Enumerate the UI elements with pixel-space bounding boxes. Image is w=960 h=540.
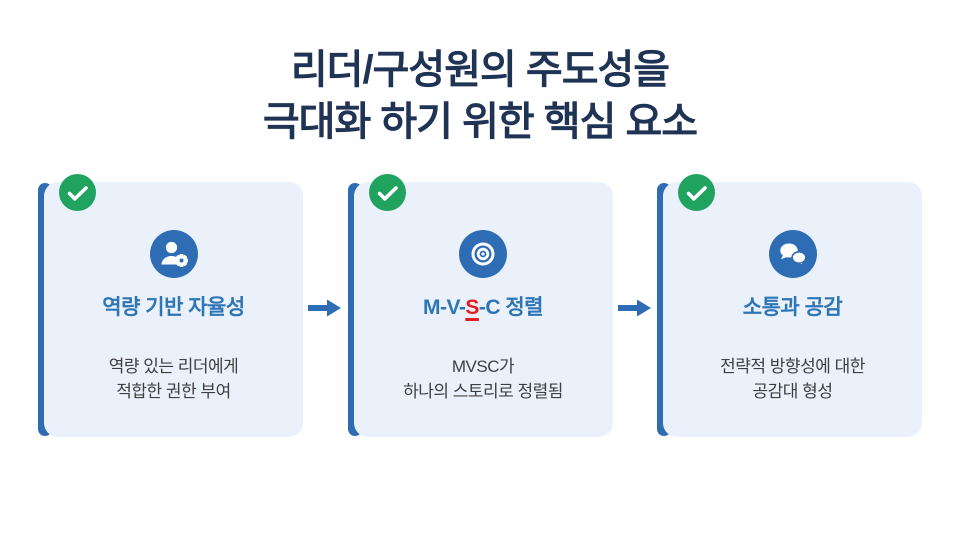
description-line: MVSC가 [451,357,515,376]
card-competency-autonomy: 역량 기반 자율성 역량 있는 리더에게 적합한 권한 부여 [38,174,303,437]
card-description: MVSC가 하나의 스토리로 정렬됨 [354,354,613,404]
card-body: 소통과 공감 전략적 방향성에 대한 공감대 형성 [663,174,922,437]
cards-row: 역량 기반 자율성 역량 있는 리더에게 적합한 권한 부여 [38,174,922,437]
page-title: 리더/구성원의 주도성을 극대화 하기 위한 핵심 요소 [0,44,960,148]
check-icon [59,174,96,211]
right-arrow-icon [308,298,342,318]
heading-prefix: M-V- [423,296,466,319]
card-mvsc-alignment: M-V-S-C 정렬 MVSC가 하나의 스토리로 정렬됨 [347,174,613,437]
right-arrow-icon [617,298,652,318]
description-line: 전략적 방향성에 대한 [720,357,865,376]
check-icon [368,174,406,211]
description-line: 적합한 권한 부여 [116,382,231,401]
card-heading: 소통과 공감 [742,296,843,319]
description-line: 하나의 스토리로 정렬됨 [403,382,563,401]
card-communication-empathy: 소통과 공감 전략적 방향성에 대한 공감대 형성 [657,174,922,437]
heading-highlight: S [465,296,479,319]
check-icon [678,174,715,211]
title-line-1: 리더/구성원의 주도성을 [290,48,670,92]
card-description: 전략적 방향성에 대한 공감대 형성 [663,354,922,404]
card-heading: 역량 기반 자율성 [102,296,245,319]
description-line: 공감대 형성 [752,382,833,401]
user-gear-icon [149,230,198,278]
card-heading: M-V-S-C 정렬 [354,294,613,322]
chat-bubbles-icon [768,230,817,278]
card-body: 역량 기반 자율성 역량 있는 리더에게 적합한 권한 부여 [44,174,303,437]
title-line-2: 극대화 하기 위한 핵심 요소 [262,100,698,144]
card-description: 역량 있는 리더에게 적합한 권한 부여 [44,354,303,404]
card-body: M-V-S-C 정렬 MVSC가 하나의 스토리로 정렬됨 [353,174,613,437]
description-line: 역량 있는 리더에게 [108,357,239,376]
heading-suffix: -C 정렬 [478,296,544,319]
target-icon [459,230,507,278]
